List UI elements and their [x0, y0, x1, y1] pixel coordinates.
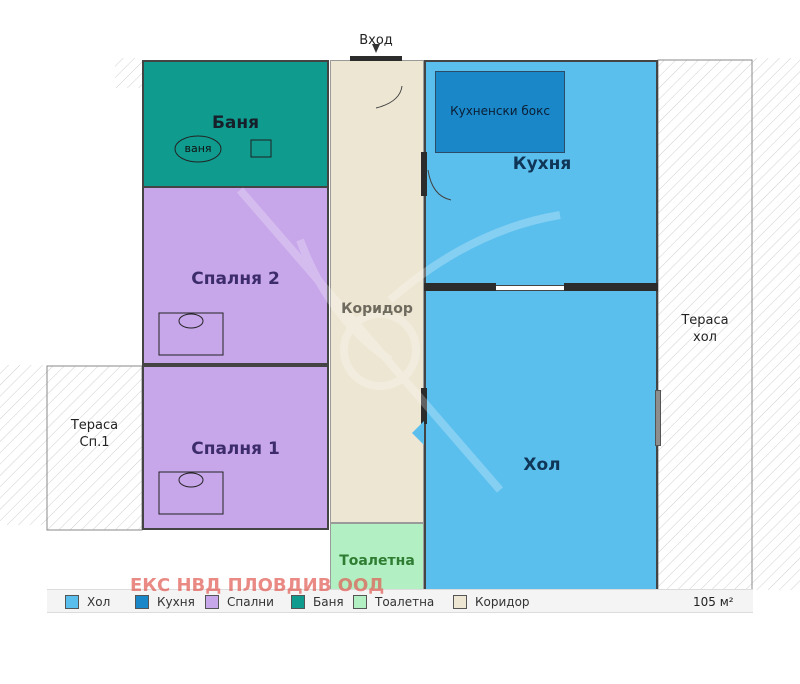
kitchen-living-wall-right — [564, 283, 658, 291]
terrace-bedroom1 — [46, 365, 143, 531]
entrance-door — [350, 56, 402, 61]
living-door-wall — [421, 388, 427, 424]
living-label: Хол — [523, 455, 561, 475]
corridor-label: Коридор — [341, 301, 413, 317]
terrace-window — [655, 390, 661, 446]
room-bedroom1 — [142, 365, 329, 530]
toilet-label: Тоалетна — [339, 553, 415, 569]
room-toilet — [330, 523, 424, 590]
bedroom1-label: Спалня 1 — [191, 439, 280, 459]
living-terrace-label-line1: Тераса — [681, 313, 729, 328]
legend-label-toilet: Тоалетна — [375, 595, 435, 609]
legend-item-living: Хол — [65, 594, 110, 610]
room-corridor — [330, 60, 424, 523]
legend-swatch-toilet — [353, 595, 367, 609]
kitchen-label: Кухня — [512, 154, 572, 174]
legend-item-corridor: Коридор — [453, 594, 530, 610]
room-bedroom2 — [142, 188, 329, 365]
bed-bedroom1 — [158, 471, 224, 515]
watermark-text: ЕКС НВД ПЛОВДИВ ООД — [130, 575, 385, 596]
entrance-door-swing — [375, 85, 403, 109]
bathroom-label: Баня — [211, 113, 260, 133]
entrance-label: Вход — [359, 33, 393, 48]
room-bathroom — [142, 60, 329, 188]
legend-label-corridor: Коридор — [475, 595, 530, 609]
bathtub-fixture — [174, 135, 222, 163]
living-terrace-label-line2: хол — [693, 330, 717, 345]
legend-label-living: Хол — [87, 595, 111, 609]
legend-item-toilet: Тоалетна — [353, 594, 434, 610]
legend-swatch-kitchen — [135, 595, 149, 609]
legend-swatch-bedrooms — [205, 595, 219, 609]
pillow-bedroom2 — [178, 313, 204, 329]
pillow-bedroom1 — [178, 472, 204, 488]
exterior-hatch-left — [0, 365, 47, 525]
sink-fixture — [250, 139, 272, 158]
legend-swatch-bathroom — [291, 595, 305, 609]
legend-bar: Хол Кухня Спални Баня Тоалетна Коридор 1… — [47, 589, 753, 613]
kitchen-box — [435, 71, 565, 153]
legend-area: 105 м² — [693, 595, 734, 609]
terrace-living — [657, 59, 753, 591]
entrance-arrow-icon — [372, 44, 380, 53]
exterior-hatch-right — [752, 58, 800, 590]
bathtub-label: ваня — [184, 142, 212, 155]
legend-label-bathroom: Баня — [313, 595, 344, 609]
watermark-emblem — [236, 187, 561, 493]
kitchen-living-opening — [496, 285, 564, 291]
living-entry-marker — [412, 421, 424, 445]
legend-label-bedrooms: Спални — [227, 595, 274, 609]
legend-label-kitchen: Кухня — [157, 595, 195, 609]
kitchen-door-wall — [421, 152, 427, 196]
legend-swatch-corridor — [453, 595, 467, 609]
room-living — [424, 287, 658, 590]
bedroom-terrace-label-line1: Тераса — [70, 418, 119, 433]
legend-item-bathroom: Баня — [291, 594, 344, 610]
bedroom-terrace-label-line2: Сп.1 — [79, 435, 110, 450]
legend-item-bedrooms: Спални — [205, 594, 274, 610]
bed-bedroom2 — [158, 312, 224, 356]
legend-item-kitchen: Кухня — [135, 594, 195, 610]
kitchen-box-label: Кухненски бокс — [450, 104, 550, 118]
exterior-hatch-top-left — [115, 58, 143, 88]
kitchen-living-wall-left — [424, 283, 496, 291]
legend-swatch-living — [65, 595, 79, 609]
bedroom2-label: Спалня 2 — [191, 269, 280, 289]
kitchen-door-swing — [427, 169, 452, 201]
